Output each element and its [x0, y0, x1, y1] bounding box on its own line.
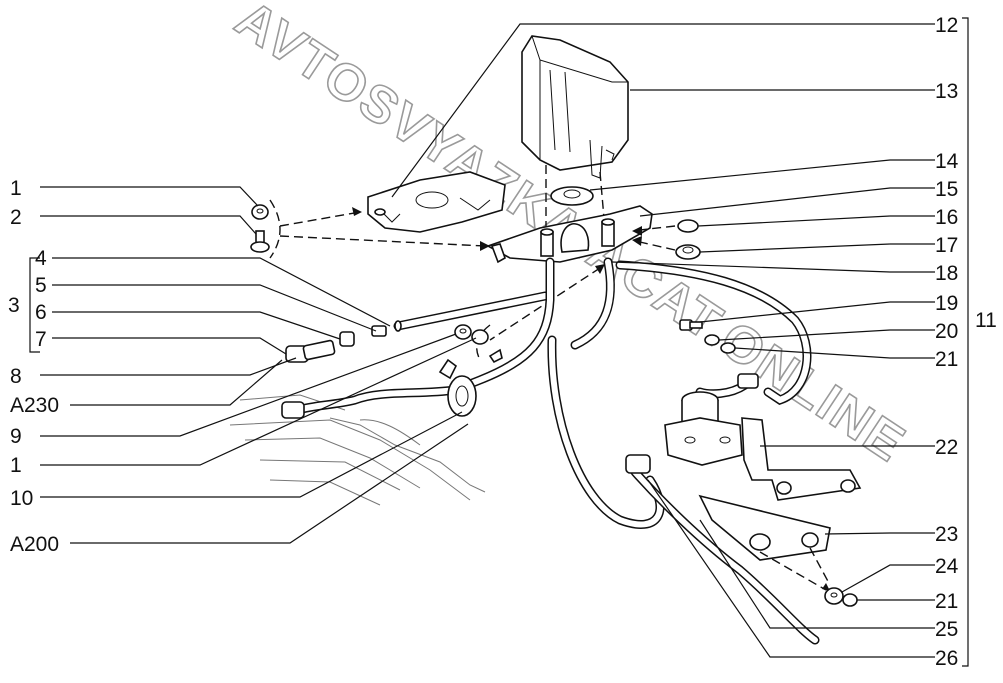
bolt-washer-icon: [679, 319, 736, 354]
lower-bracket-icon: [698, 494, 831, 591]
label-21: 21: [935, 348, 958, 371]
label-9: 9: [10, 425, 22, 448]
label-1: 1: [10, 177, 22, 200]
label-23: 23: [935, 523, 958, 546]
mounting-bracket-icon: [486, 205, 653, 264]
label-12: 12: [935, 14, 958, 37]
hose-clamp-icon: [285, 324, 489, 363]
label-13: 13: [935, 80, 958, 103]
nut-washer-icon: [824, 587, 858, 607]
label-a230: A230: [10, 394, 59, 417]
label-6: 6: [35, 301, 47, 324]
label-14: 14: [935, 150, 959, 173]
label-24: 24: [935, 555, 959, 578]
label-7: 7: [35, 328, 47, 351]
label-2: 2: [10, 206, 22, 229]
label-4: 4: [35, 247, 47, 270]
label-20: 20: [935, 320, 958, 343]
upper-bracket-icon: [367, 171, 506, 233]
hose-fitting-icon: [281, 373, 759, 474]
label-a200: A200: [10, 533, 59, 556]
label-19: 19: [935, 292, 958, 315]
label-11: 11: [975, 309, 997, 332]
part-number-labels: 1 2 3 4 5 6 7 8 A230 9 1 10 A200 12 13 1…: [8, 14, 997, 670]
assembly-arrows: [269, 199, 676, 361]
hose-clamp-icon: [438, 348, 503, 417]
label-26: 26: [935, 647, 958, 670]
label-10: 10: [10, 487, 33, 510]
label-1-lower: 1: [10, 454, 22, 477]
valve-body-icon: [664, 391, 862, 501]
label-17: 17: [935, 234, 958, 257]
nut-bolt-icon: [250, 204, 270, 253]
leader-lines: [29, 17, 969, 667]
label-16: 16: [935, 206, 958, 229]
label-5: 5: [35, 274, 47, 297]
washer-parts-icon: [675, 219, 701, 260]
label-8: 8: [10, 365, 22, 388]
label-21-lower: 21: [935, 590, 958, 613]
label-22: 22: [935, 436, 958, 459]
grommet-ring-icon: [550, 186, 594, 206]
metal-pipe-icon: [393, 291, 550, 332]
label-15: 15: [935, 178, 958, 201]
label-18: 18: [935, 262, 958, 285]
label-3: 3: [8, 294, 20, 317]
label-25: 25: [935, 618, 958, 641]
body-floor-outline: [229, 394, 486, 506]
